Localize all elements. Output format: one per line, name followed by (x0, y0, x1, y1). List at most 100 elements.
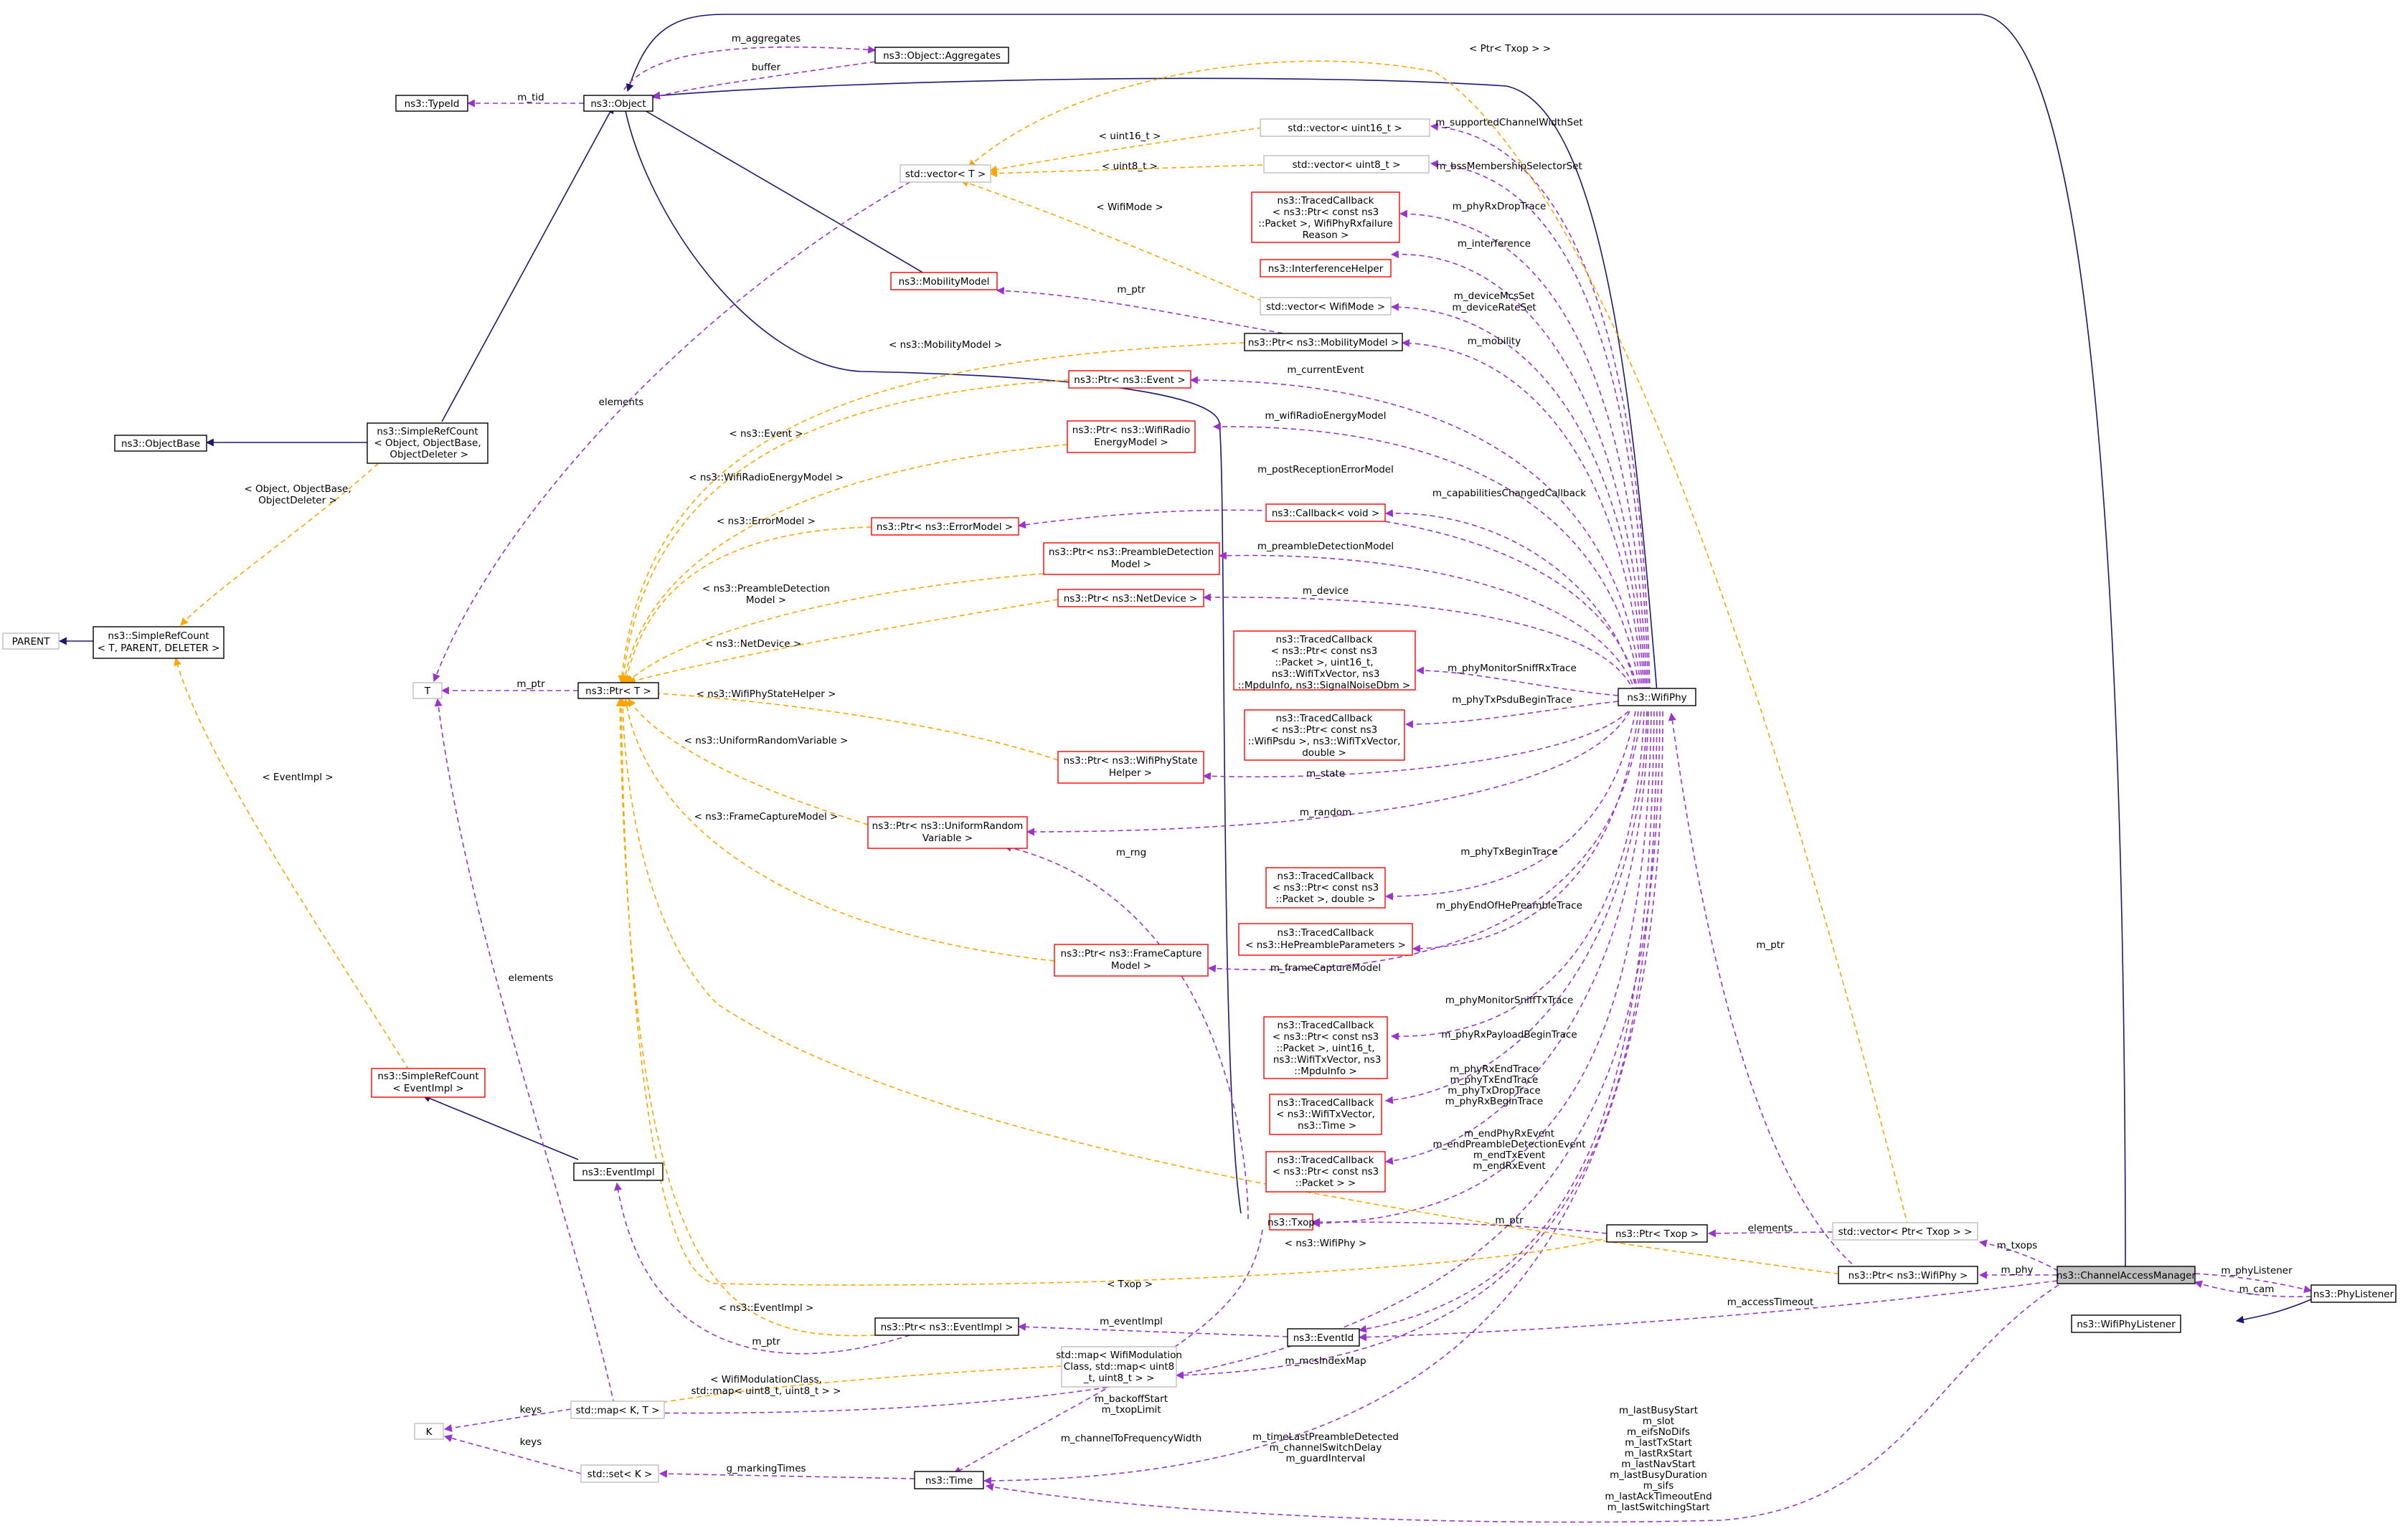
node-line: < Object, ObjectBase, (374, 437, 481, 449)
node-traced-sniffrx[interactable]: ns3::TracedCallback< ns3::Ptr< const ns3… (1233, 630, 1416, 691)
node-line: Reason > (1303, 229, 1349, 241)
node-object[interactable]: ns3::Object (583, 95, 653, 112)
label-radio-tpl: < ns3::WifiRadioEnergyModel > (689, 472, 844, 483)
node-traced-hepreamble[interactable]: ns3::TracedCallback< ns3::HePreamblePara… (1238, 923, 1413, 956)
node-line: ns3::Ptr< ns3::UniformRandom (872, 820, 1024, 832)
edge-wifiphy-vecuint16 (1430, 123, 1651, 693)
node-line: ns3::Ptr< ns3::PreambleDetection (1049, 546, 1214, 558)
node-eventid[interactable]: ns3::EventId (1287, 1328, 1360, 1347)
edge-wifiphy-object (651, 77, 1658, 693)
node-ptr-eventimpl[interactable]: ns3::Ptr< ns3::EventImpl > (874, 1317, 1019, 1336)
node-traced-snifftx-label: ns3::TracedCallback< ns3::Ptr< const ns3… (1270, 1020, 1382, 1077)
label-elements-vect: elements (599, 397, 644, 408)
node-objectbase[interactable]: ns3::ObjectBase (114, 435, 207, 452)
edge-wifiphy-psdu (1404, 701, 1619, 729)
node-traced-txvector[interactable]: ns3::TracedCallback< ns3::WifiTxVector, … (1269, 1094, 1382, 1135)
label-line: < ns3::PreambleDetection (702, 583, 830, 594)
node-mobilitymodel[interactable]: ns3::MobilityModel (890, 272, 998, 290)
label-line: m_eifsNoDifs (1627, 1426, 1690, 1438)
label-keys-set: keys (520, 1436, 542, 1448)
node-line: std::map< WifiModulation (1056, 1350, 1182, 1361)
node-simplerefcount-obj[interactable]: ns3::SimpleRefCount< Object, ObjectBase,… (367, 422, 488, 464)
label-m-state: m_state (1306, 768, 1345, 779)
label-m-ptr-txop: m_ptr (1495, 1215, 1524, 1226)
node-time[interactable]: ns3::Time (914, 1471, 984, 1489)
node-ptr-event[interactable]: ns3::Ptr< ns3::Event > (1068, 370, 1191, 389)
node-interference[interactable]: ns3::InterferenceHelper (1260, 259, 1392, 278)
node-traced-snifftx[interactable]: ns3::TracedCallback< ns3::Ptr< const ns3… (1263, 1016, 1388, 1079)
node-K[interactable]: K (414, 1423, 444, 1440)
node-vec-uint16[interactable]: std::vector< uint16_t > (1260, 118, 1430, 137)
node-line: Model > (1111, 559, 1151, 570)
label-line: m_deviceRateSet (1452, 302, 1536, 313)
node-simplerefcount-obj-label: ns3::SimpleRefCount< Object, ObjectBase,… (374, 426, 481, 460)
label-line: m_endTxEvent (1473, 1150, 1545, 1161)
label-line: m_channelSwitchDelay (1270, 1442, 1382, 1454)
node-ptr-error[interactable]: ns3::Ptr< ns3::ErrorModel > (871, 517, 1019, 536)
node-vec-ptr-txop[interactable]: std::vector< Ptr< Txop > > (1832, 1222, 1978, 1241)
node-txop[interactable]: ns3::Txop (1267, 1213, 1315, 1231)
edge-ptrurv-ptrT (628, 698, 869, 825)
node-line: < ns3::Ptr< const ns3 (1273, 1166, 1379, 1177)
node-phylistener[interactable]: ns3::PhyListener (2310, 1284, 2397, 1303)
node-wifiphy[interactable]: ns3::WifiPhy (1618, 688, 1696, 706)
edge-cam-time (985, 1284, 2059, 1523)
node-map-KT[interactable]: std::map< K, T > (570, 1401, 665, 1419)
node-set-K[interactable]: std::set< K > (580, 1464, 659, 1483)
node-wifiphylistener[interactable]: ns3::WifiPhyListener (2071, 1314, 2181, 1333)
node-ptr-mobility-label: ns3::Ptr< ns3::MobilityModel > (1248, 337, 1399, 349)
node-T[interactable]: T (412, 682, 443, 699)
edge-wifiphy-mapKT (620, 711, 1661, 1417)
node-callback-void[interactable]: ns3::Callback< void > (1265, 503, 1386, 522)
node-vec-wifimode[interactable]: std::vector< WifiMode > (1260, 297, 1392, 316)
node-vec-T[interactable]: std::vector< T > (900, 164, 991, 183)
node-aggregates[interactable]: ns3::Object::Aggregates (874, 47, 1009, 64)
node-traced-packet[interactable]: ns3::TracedCallback< ns3::Ptr< const ns3… (1265, 1151, 1386, 1193)
node-cam[interactable]: ns3::ChannelAccessManager (2057, 1266, 2196, 1284)
node-traced-psdu[interactable]: ns3::TracedCallback< ns3::Ptr< const ns3… (1244, 709, 1405, 761)
node-line: ns3::SimpleRefCount (377, 426, 478, 437)
label-urv-tpl: < ns3::UniformRandomVariable > (684, 735, 849, 747)
label-m-wifiradioenergymodel: m_wifiRadioEnergyModel (1265, 410, 1387, 422)
node-wifiphy-label: ns3::WifiPhy (1627, 692, 1686, 703)
node-traced-txbegin[interactable]: ns3::TracedCallback< ns3::Ptr< const ns3… (1265, 867, 1386, 909)
node-vec-uint8[interactable]: std::vector< uint8_t > (1263, 155, 1430, 174)
label-line: < Object, ObjectBase, (244, 483, 351, 495)
edge-wifiphy-urv (1026, 711, 1630, 836)
edge-mobility-object (631, 102, 933, 279)
node-ptr-T[interactable]: ns3::Ptr< T > (577, 682, 659, 699)
node-traced-rxdrop[interactable]: ns3::TracedCallback< ns3::Ptr< const ns3… (1251, 191, 1400, 243)
node-ptr-error-label: ns3::Ptr< ns3::ErrorModel > (877, 521, 1013, 533)
node-ptr-txop[interactable]: ns3::Ptr< Txop > (1606, 1224, 1708, 1243)
node-line: ns3::TracedCallback (1278, 1097, 1374, 1109)
label-m-aggregates: m_aggregates (732, 33, 801, 44)
label-uint8-tpl: < uint8_t > (1102, 161, 1158, 172)
node-typeid[interactable]: ns3::TypeId (395, 95, 468, 112)
label-elements-map: elements (509, 972, 554, 984)
node-ptr-wifiphy[interactable]: ns3::Ptr< ns3::WifiPhy > (1838, 1266, 1978, 1284)
label-m-bssmembershipselectorset: m_bssMembershipSelectorSet (1436, 161, 1582, 172)
node-line: Class, std::map< uint8 (1064, 1361, 1174, 1373)
node-simplerefcount-ev[interactable]: ns3::SimpleRefCount< EventImpl > (371, 1068, 486, 1098)
label-line: Model > (746, 594, 786, 606)
edge-txop-object (621, 103, 1242, 1214)
node-line: ::WifiPsdu >, ns3::WifiTxVector, (1248, 736, 1401, 747)
label-line: m_phyRxEndTrace (1450, 1063, 1539, 1075)
label-objdeleter-tpl: < Object, ObjectBase,ObjectDeleter > (244, 483, 351, 506)
edge-wifiphy-physstate (1202, 711, 1629, 780)
node-vec-uint8-label: std::vector< uint8_t > (1293, 159, 1401, 171)
edge-ptrtxop-ptrT (617, 698, 1611, 1286)
node-ptr-mobility[interactable]: ns3::Ptr< ns3::MobilityModel > (1244, 333, 1403, 351)
node-ptr-netdevice[interactable]: ns3::Ptr< ns3::NetDevice > (1057, 589, 1204, 607)
edge-eventimpl-simplerefcount (422, 1094, 579, 1160)
node-parent[interactable]: PARENT (2, 632, 60, 650)
node-eventimpl[interactable]: ns3::EventImpl (573, 1162, 664, 1181)
edge-wifiphy-snifftx (1390, 711, 1645, 1041)
node-simplerefcount-t[interactable]: ns3::SimpleRefCount< T, PARENT, DELETER … (93, 626, 225, 659)
